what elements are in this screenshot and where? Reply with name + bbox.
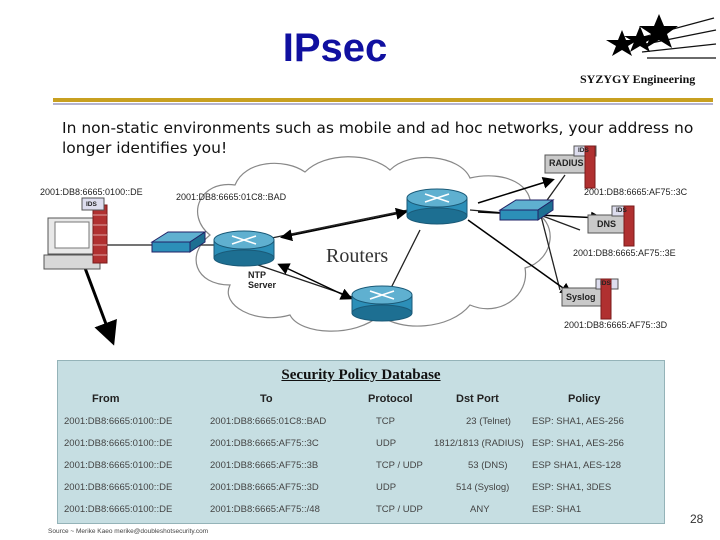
dns-server-icon: [587, 205, 635, 247]
column-header-protocol: Protocol: [368, 393, 413, 405]
dns-address-label: 2001:DB8:6665:AF75::3E: [573, 248, 676, 258]
router-icon: [213, 230, 275, 267]
table-cell: TCP: [376, 416, 395, 427]
table-cell: 2001:DB8:6665:0100::DE: [64, 504, 173, 515]
column-header-from: From: [92, 393, 120, 405]
arrow-to-table: [83, 267, 117, 346]
radius-server-icon: [544, 145, 597, 189]
arrow-router3: [277, 263, 353, 300]
ntp-address-label: 2001:DB8:6665:01C8::BAD: [176, 192, 287, 202]
ids-label: IDS: [616, 207, 627, 214]
security-policy-table: Security Policy Database From To Protoco…: [57, 360, 665, 524]
source-citation: Source ~ Merike Kaeo merike@doubleshotse…: [48, 528, 209, 535]
table-cell: UDP: [376, 482, 397, 493]
client-computer-icon: [43, 217, 101, 270]
table-cell: 2001:DB8:6665:0100::DE: [64, 482, 173, 493]
table-cell: ESP: SHA1, 3DES: [532, 482, 612, 493]
switch-icon: [498, 199, 555, 221]
column-header-policy: Policy: [568, 393, 601, 405]
table-cell: ESP: SHA1, AES-256: [532, 438, 624, 449]
arrow-syslog: [467, 219, 573, 295]
table-cell: 2001:DB8:6665:0100::DE: [64, 416, 173, 427]
column-header-dst-port: Dst Port: [456, 393, 499, 405]
syslog-address-label: 2001:DB8:6665:AF75::3D: [564, 320, 668, 330]
router-icon: [351, 285, 413, 322]
syslog-label: Syslog: [566, 292, 596, 302]
column-header-to: To: [260, 393, 273, 405]
ntp-label-line1: NTP: [248, 270, 266, 280]
table-cell: ANY: [470, 504, 490, 515]
ids-label: IDS: [578, 147, 589, 154]
table-cell: ESP SHA1, AES-128: [532, 460, 622, 471]
radius-label: RADIUS: [549, 158, 584, 168]
routers-label: Routers: [326, 245, 389, 267]
arrow-radius: [477, 176, 555, 204]
network-diagram: [43, 145, 635, 346]
title-rule-shadow: [53, 103, 713, 105]
table-cell: 2001:DB8:6665:AF75::/48: [210, 504, 320, 515]
title-rule: [53, 98, 713, 102]
table-cell: 514 (Syslog): [456, 482, 510, 493]
dns-label: DNS: [597, 219, 617, 229]
table-cell: 2001:DB8:6665:AF75::3B: [210, 460, 319, 471]
client-address-label: 2001:DB8:6665:0100::DE: [40, 187, 143, 197]
table-cell: 2001:DB8:6665:01C8::BAD: [210, 416, 327, 427]
table-cell: 23 (Telnet): [466, 416, 511, 427]
table-cell: 2001:DB8:6665:AF75::3D: [210, 482, 319, 493]
table-title: Security Policy Database: [281, 367, 441, 383]
radius-address-label: 2001:DB8:6665:AF75::3C: [584, 187, 688, 197]
ntp-label: NTP Server: [248, 270, 276, 290]
ids-label: IDS: [600, 280, 611, 287]
table-cell: TCP / UDP: [376, 460, 423, 471]
syzygy-logo-icon: [606, 14, 717, 59]
switch-icon: [150, 231, 207, 253]
table-cell: UDP: [376, 438, 397, 449]
table-cell: ESP: SHA1: [532, 504, 582, 515]
slide-title: IPsec: [282, 26, 388, 70]
firewall-icon: [92, 204, 108, 264]
ids-box-icon: [81, 197, 105, 211]
page-number: 28: [690, 512, 704, 526]
brand-name: SYZYGY Engineering: [580, 72, 696, 86]
syslog-server-icon: [561, 278, 619, 320]
router-icon: [406, 188, 468, 225]
table-cell: 2001:DB8:6665:AF75::3C: [210, 438, 319, 449]
arrow-ntp: [280, 207, 408, 242]
table-cell: 2001:DB8:6665:0100::DE: [64, 438, 173, 449]
table-cell: ESP: SHA1, AES-256: [532, 416, 624, 427]
ids-label: IDS: [86, 201, 97, 208]
table-cell: TCP / UDP: [376, 504, 423, 515]
ntp-label-line2: Server: [248, 280, 277, 290]
table-cell: 2001:DB8:6665:0100::DE: [64, 460, 173, 471]
table-cell: 53 (DNS): [468, 460, 508, 471]
intro-text: In non-static environments such as mobil…: [62, 119, 694, 157]
table-cell: 1812/1813 (RADIUS): [434, 438, 524, 449]
